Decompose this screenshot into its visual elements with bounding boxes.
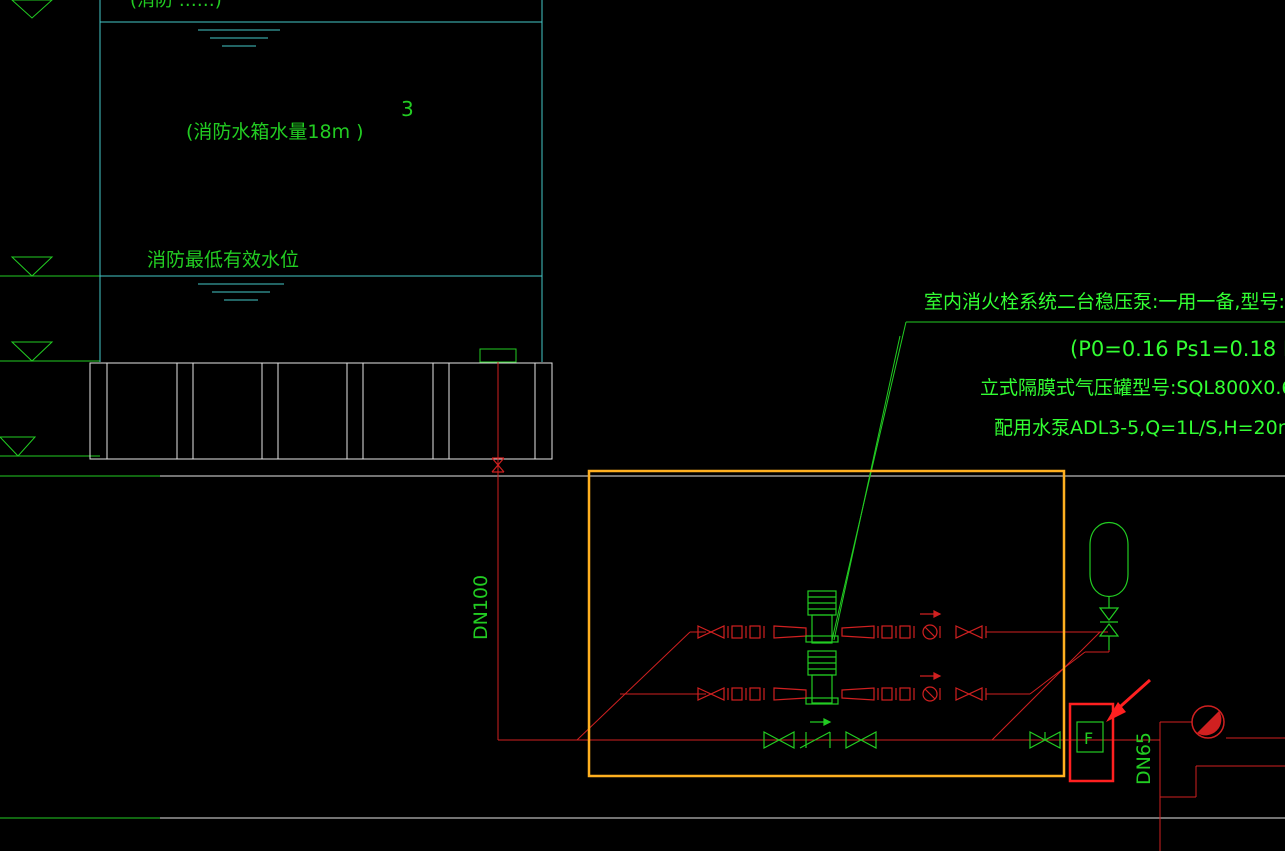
water-level-symbol-low	[198, 283, 284, 301]
flow-switch[interactable]: F	[1076, 721, 1104, 753]
note-line-4: 配用水泵ADL3-5,Q=1L/S,H=20m,	[994, 417, 1285, 439]
note-line-3: 立式隔膜式气压罐型号:SQL800X0.6,调节容	[980, 377, 1285, 399]
level-markers	[0, 0, 100, 457]
stabilizer-pump-lower[interactable]	[805, 650, 839, 705]
pump-row-lower[interactable]	[697, 672, 987, 702]
tank-base	[89, 362, 553, 460]
outlet-pipes-right	[1159, 721, 1285, 851]
fire-water-tank[interactable]	[99, 0, 543, 363]
pump-group-selection-box[interactable]	[587, 469, 1066, 778]
dn65-label: DN65	[1133, 732, 1155, 785]
pressure-tank[interactable]	[1089, 521, 1129, 651]
tank-capacity-label: (消防水箱水量18m )	[186, 121, 364, 143]
tank-capacity-superscript: 3	[401, 97, 414, 121]
tank-top-cut-text: (消防 ……)	[130, 0, 222, 11]
water-level-symbol-top	[198, 29, 280, 47]
annotation-arrow-icon	[1106, 678, 1152, 722]
dn100-label: DN100	[470, 575, 492, 640]
tank-outlet-box	[479, 348, 517, 363]
tank-outlet-valve[interactable]	[491, 457, 505, 473]
pump-branch-pipes	[576, 631, 1108, 741]
note-line-1: 室内消火栓系统二台稳压泵:一用一备,型号:ZW(L)-I-1	[924, 291, 1285, 313]
stabilizer-pump-upper[interactable]	[805, 590, 839, 644]
pump-row-upper[interactable]	[697, 610, 987, 640]
note-leader-lines	[831, 321, 1285, 641]
suction-pipe[interactable]	[497, 362, 1160, 741]
pressure-gauge-icon[interactable]	[1191, 705, 1225, 739]
note-line-2: (P0=0.16 Ps1=0.18 Ps	[1070, 337, 1285, 361]
floor-lines	[0, 475, 1285, 819]
flow-switch-label: F	[1084, 729, 1093, 748]
min-water-level-label: 消防最低有效水位	[147, 249, 299, 271]
flow-switch-highlight-box[interactable]	[1068, 702, 1115, 783]
bypass-valves[interactable]	[763, 718, 1061, 749]
pressure-tank-pipe	[1029, 650, 1110, 695]
